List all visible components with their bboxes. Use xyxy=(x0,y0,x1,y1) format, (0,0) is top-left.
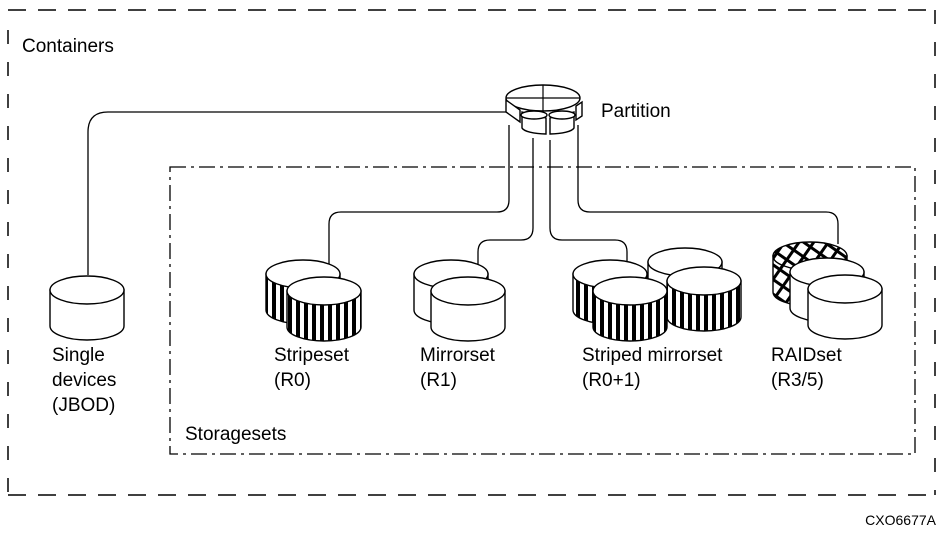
stripeset-label: Stripeset (R0) xyxy=(274,345,350,391)
stripeset-disk-icon xyxy=(265,259,362,342)
single-devices-label: Single devices (JBOD) xyxy=(52,345,116,416)
connector-lines xyxy=(87,111,839,275)
partition-label: Partition xyxy=(601,101,671,122)
svg-text:(R0): (R0) xyxy=(274,370,311,391)
storagesets-label: Storagesets xyxy=(185,424,286,445)
containers-label: Containers xyxy=(22,36,114,57)
line-to-raidset xyxy=(577,125,839,244)
containers-box xyxy=(7,9,936,496)
svg-text:Mirrorset: Mirrorset xyxy=(420,345,496,366)
single-device-disk-icon xyxy=(49,275,125,341)
svg-text:(R1): (R1) xyxy=(420,370,457,391)
svg-text:Single: Single xyxy=(52,345,105,366)
line-to-single xyxy=(87,111,507,275)
striped-mirrorset-disk-icon xyxy=(572,247,742,342)
partition-icon xyxy=(505,84,583,135)
svg-text:Striped mirrorset: Striped mirrorset xyxy=(582,345,723,366)
svg-text:devices: devices xyxy=(52,370,116,391)
line-to-mirrorset xyxy=(477,138,534,268)
mirrorset-label: Mirrorset (R1) xyxy=(420,345,496,391)
line-to-striped-mirrorset xyxy=(549,140,628,268)
raidset-disk-icon xyxy=(772,241,883,340)
line-to-stripeset xyxy=(328,125,510,268)
mirrorset-disk-icon xyxy=(413,259,506,342)
svg-text:(R0+1): (R0+1) xyxy=(582,370,641,391)
storagesets-box xyxy=(169,166,916,455)
figure-id: CXO6677A xyxy=(865,512,936,528)
striped-mirrorset-label: Striped mirrorset (R0+1) xyxy=(582,345,723,391)
raidset-label: RAIDset (R3/5) xyxy=(771,345,842,391)
svg-text:(R3/5): (R3/5) xyxy=(771,370,824,391)
svg-text:Stripeset: Stripeset xyxy=(274,345,350,366)
svg-text:RAIDset: RAIDset xyxy=(771,345,842,366)
svg-text:(JBOD): (JBOD) xyxy=(52,395,115,416)
